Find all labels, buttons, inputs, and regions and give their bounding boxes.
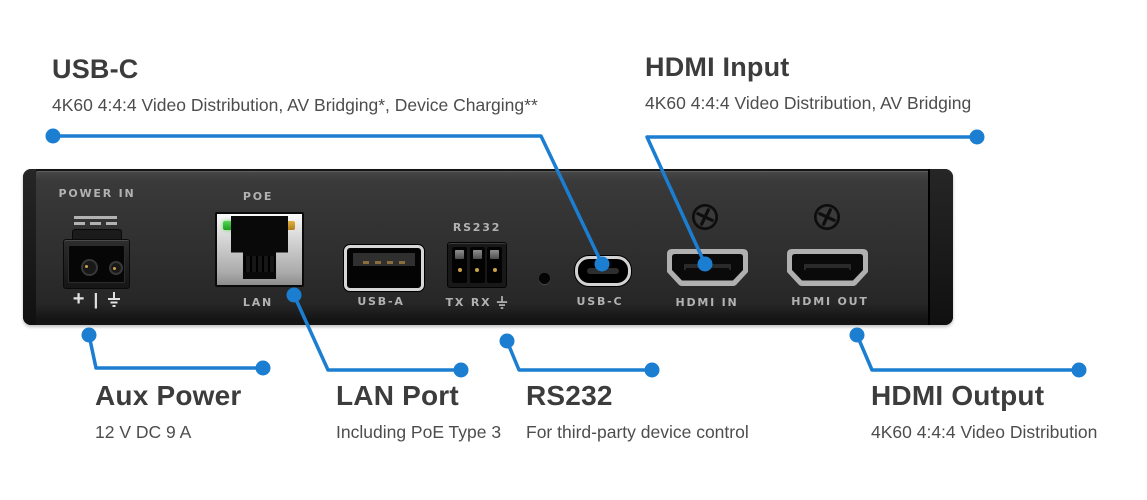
- rs232-slot-tx: [452, 247, 467, 283]
- power-connector: [63, 239, 130, 289]
- callout-hdmi-input-desc: 4K60 4:4:4 Video Distribution, AV Bridgi…: [645, 93, 972, 114]
- reset-pinhole: [539, 273, 550, 284]
- callout-lan-port: LAN Port Including PoE Type 3: [336, 380, 502, 443]
- usb-c-line-endpoint-dot: [45, 128, 61, 144]
- lan-rj45-port: [215, 212, 304, 287]
- tx-rx-text: TX RX: [445, 296, 492, 309]
- hdmi-in-line-endpoint-dot: [969, 129, 985, 145]
- device-left-edge: [23, 169, 36, 325]
- hdmi-out-label: HDMI OUT: [791, 295, 869, 308]
- power-polarity-marking: + |: [66, 289, 128, 309]
- power-pin-1: [81, 259, 98, 276]
- lan-line-endpoint-dot: [453, 362, 469, 378]
- rj45-contact-teeth: [244, 256, 275, 272]
- ground-icon: [497, 296, 508, 309]
- usb-a-label: USB-A: [357, 295, 405, 308]
- power-pin-2: [109, 261, 123, 275]
- aux-power-port-dot: [81, 327, 97, 343]
- hdmi-out-callout-line: [855, 333, 1081, 372]
- lan-label: LAN: [242, 296, 274, 309]
- callout-hdmi-input: HDMI Input 4K60 4:4:4 Video Distribution…: [645, 52, 972, 114]
- callout-aux-power-title: Aux Power: [95, 380, 242, 411]
- callout-aux-power: Aux Power 12 V DC 9 A: [95, 380, 242, 443]
- hdmi-in-port: [667, 249, 748, 286]
- rs232-label: RS232: [452, 221, 502, 234]
- usb-a-port: [344, 245, 424, 291]
- hdmi-out-line-endpoint-dot: [1071, 362, 1087, 378]
- callout-hdmi-output-title: HDMI Output: [871, 380, 1045, 411]
- hdmi-in-label: HDMI IN: [675, 296, 739, 309]
- ground-icon: [108, 291, 121, 307]
- callout-usb-c: USB-C 4K60 4:4:4 Video Distribution, AV …: [52, 54, 538, 116]
- aux-power-line-endpoint-dot: [255, 360, 271, 376]
- rs232-callout-line: [505, 339, 654, 372]
- device-rear-panel: POWER IN + | POE: [23, 169, 953, 325]
- callout-rs232-title: RS232: [526, 380, 613, 411]
- callout-hdmi-output-desc: 4K60 4:4:4 Video Distribution: [871, 422, 1098, 443]
- callout-rs232-desc: For third-party device control: [526, 422, 749, 443]
- usb-c-label: USB-C: [576, 295, 624, 308]
- callout-hdmi-input-title: HDMI Input: [645, 52, 790, 82]
- usb-c-port: [575, 256, 631, 286]
- callout-aux-power-desc: 12 V DC 9 A: [95, 422, 192, 443]
- callout-rs232: RS232 For third-party device control: [526, 380, 749, 443]
- power-connector-recess: [68, 245, 125, 283]
- rs232-slot-rx: [469, 247, 485, 283]
- dc-voltage-icon: [74, 216, 117, 225]
- poe-label: POE: [242, 190, 274, 203]
- rs232-slot-gnd: [487, 247, 502, 283]
- usb-a-tongue: [353, 253, 415, 266]
- plus-symbol: +: [72, 288, 85, 310]
- screw-icon: [814, 204, 840, 230]
- callout-hdmi-output: HDMI Output 4K60 4:4:4 Video Distributio…: [871, 380, 1098, 443]
- rs232-port-dot: [499, 333, 515, 349]
- callout-usb-c-desc: 4K60 4:4:4 Video Distribution, AV Bridgi…: [52, 95, 538, 116]
- callout-lan-port-title: LAN Port: [336, 380, 459, 411]
- power-in-label: POWER IN: [58, 187, 136, 200]
- rs232-terminal-block: [447, 242, 507, 288]
- usb-c-tongue: [587, 268, 619, 274]
- hdmi-out-port: [787, 249, 868, 286]
- device-right-edge: [928, 169, 953, 325]
- aux-power-callout-line: [87, 333, 265, 370]
- screw-icon: [692, 204, 718, 230]
- callout-lan-port-desc: Including PoE Type 3: [336, 422, 502, 443]
- rs232-pins-label: TX RX: [441, 296, 513, 309]
- rs232-line-endpoint-dot: [644, 362, 660, 378]
- separator-symbol: |: [93, 289, 99, 309]
- callout-usb-c-title: USB-C: [52, 54, 139, 84]
- hdmi-out-port-dot: [849, 327, 865, 343]
